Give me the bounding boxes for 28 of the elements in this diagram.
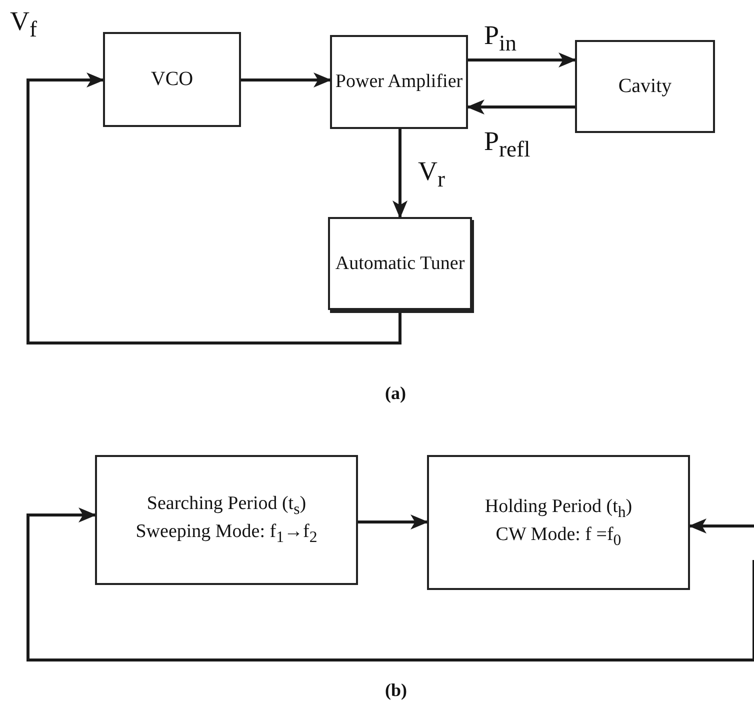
- process-box: [103, 32, 241, 127]
- arrow: [392, 129, 408, 218]
- arrow: [26, 72, 402, 344]
- arrow: [26, 508, 754, 662]
- signal-label: V$_{f}$: [10, 8, 37, 41]
- box-text: Cavity: [617, 74, 673, 99]
- arrow: [358, 514, 428, 530]
- panel-label: (b): [385, 680, 407, 701]
- signal-label: P$_{refl}$: [484, 128, 530, 161]
- process-box: [427, 455, 690, 590]
- process-box: [330, 35, 468, 129]
- box-text: Power Amplifier: [334, 70, 464, 94]
- panel-label: (a): [385, 383, 406, 404]
- box-text: CW Mode: f =f$_{0}$: [494, 522, 622, 550]
- signal-label: P$_{in}$: [484, 22, 517, 55]
- process-box: [575, 40, 715, 133]
- box-text: Holding Period (t$_{h}$): [484, 494, 634, 522]
- signal-label: V$_{r}$: [418, 158, 445, 191]
- box-text: Searching Period (t$_{s}$): [146, 492, 308, 520]
- arrow: [241, 72, 332, 88]
- arrow: [468, 52, 576, 68]
- process-box: [328, 217, 472, 310]
- box-text: VCO: [150, 67, 194, 92]
- arrow: [688, 518, 754, 534]
- box-text: Automatic Tuner: [334, 252, 466, 276]
- process-box: [95, 455, 358, 585]
- arrow: [466, 100, 575, 114]
- box-text: Sweeping Mode: f$_{1}$→f$_{2}$: [134, 520, 318, 548]
